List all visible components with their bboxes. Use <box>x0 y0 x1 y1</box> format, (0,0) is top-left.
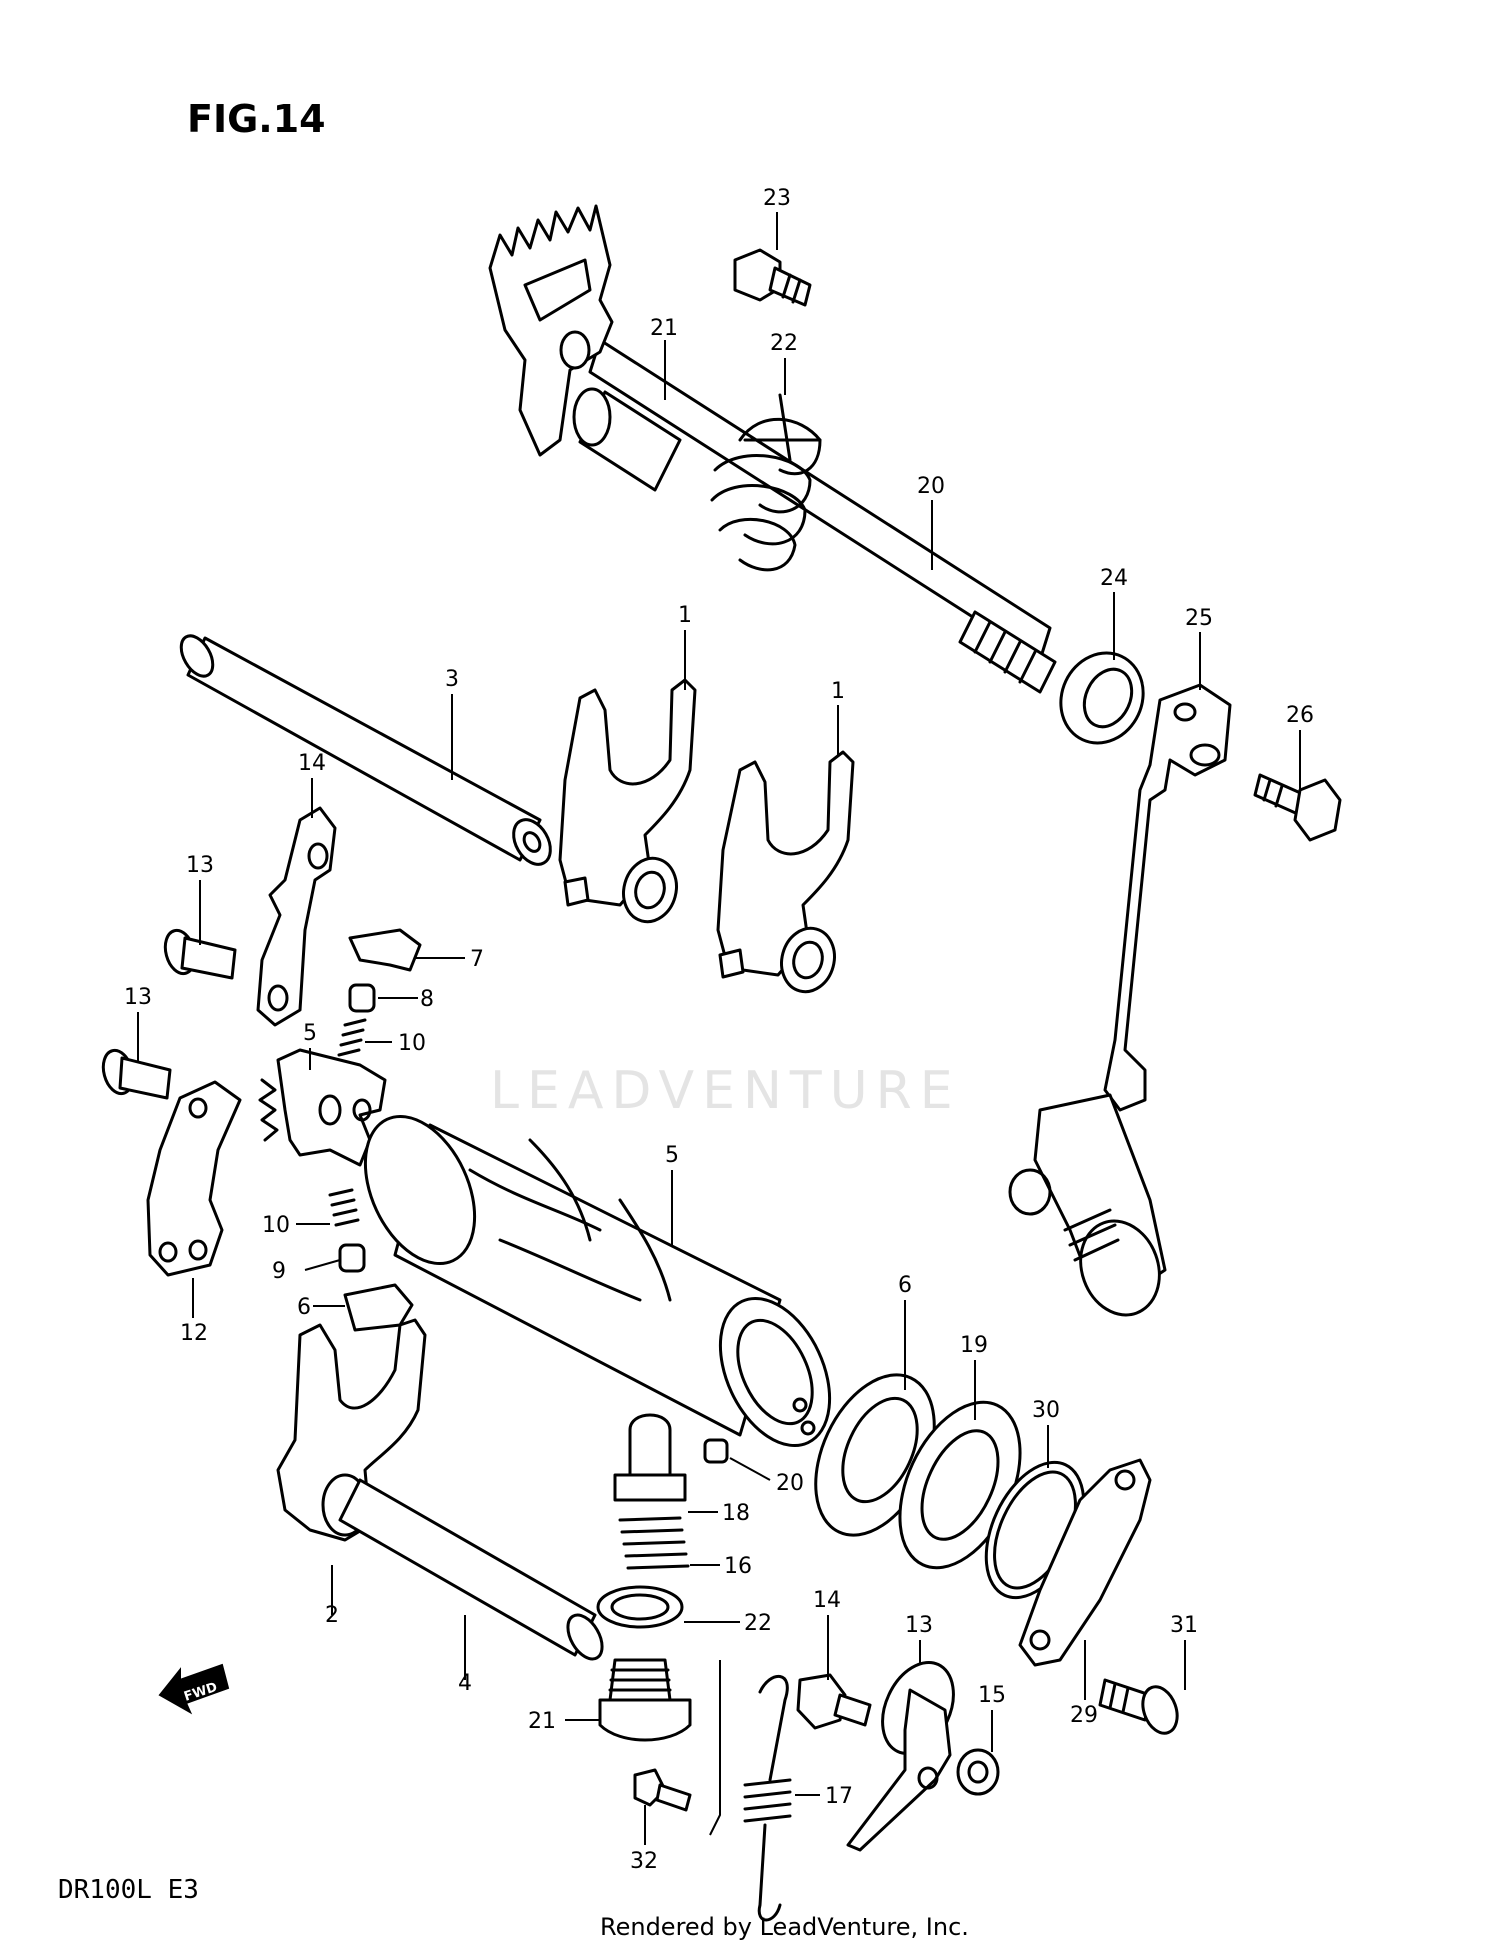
pawl-8 <box>343 1283 414 1332</box>
callout-35: 32 <box>630 1849 658 1874</box>
spring-19 <box>743 1674 792 1922</box>
callout-9: 7 <box>470 947 484 972</box>
callout-25: 20 <box>917 474 945 499</box>
callout-21: 19 <box>960 1333 988 1358</box>
figure-title: FIG.14 <box>187 97 326 141</box>
callout-27: 22 <box>770 331 798 356</box>
callout-11-a: 10 <box>398 1031 426 1056</box>
callout-10-a: 8 <box>420 987 434 1012</box>
spring-11-upper <box>337 1018 367 1057</box>
callout-4: 4 <box>458 1671 472 1696</box>
callout-16: 14 <box>813 1588 841 1613</box>
callout-1-b: 1 <box>831 679 845 704</box>
callout-8: 6 <box>297 1295 311 1320</box>
callout-22: 20 <box>776 1471 804 1496</box>
screw-13-lower <box>101 1048 172 1100</box>
callout-13-a: 13 <box>186 853 214 878</box>
callout-32: 29 <box>1070 1703 1098 1728</box>
bolt-16 <box>796 1673 872 1730</box>
stopper-20 <box>613 1413 687 1502</box>
callout-33: 30 <box>1032 1398 1060 1423</box>
callout-17: 15 <box>978 1683 1006 1708</box>
pin-10-lower <box>338 1243 366 1273</box>
model-code: DR100L E3 <box>58 1875 199 1905</box>
plate-12 <box>146 1080 242 1277</box>
callout-5: 5 <box>665 1143 679 1168</box>
callout-6: 6 <box>898 1273 912 1298</box>
callout-29: 24 <box>1100 566 1128 591</box>
fwd-arrow-icon: FWD <box>158 1663 230 1715</box>
gearshift-lever-30 <box>1008 683 1232 1317</box>
leader-lines <box>137 212 1301 1845</box>
shaft-4 <box>338 1478 604 1661</box>
callout-20: 18 <box>722 1501 750 1526</box>
washer-17 <box>956 1748 1000 1796</box>
callout-3: 3 <box>445 667 459 692</box>
cover-32 <box>1018 1458 1152 1667</box>
callout-34: 31 <box>1170 1613 1198 1638</box>
callout-18: 16 <box>724 1554 752 1579</box>
callout-7: 5 <box>303 1021 317 1046</box>
oil-seal-29 <box>1059 651 1145 745</box>
callout-31: 26 <box>1286 703 1314 728</box>
render-credit: Rendered by LeadVenture, Inc. <box>600 1913 969 1941</box>
shaft-3 <box>179 634 552 866</box>
gearshift-cam-5 <box>363 1114 832 1448</box>
callout-15: 13 <box>905 1613 933 1638</box>
gearshift-shaft-assembly <box>488 204 1057 694</box>
callout-14: 14 <box>298 751 326 776</box>
bolt-35 <box>633 1768 692 1812</box>
callout-1-a: 1 <box>678 603 692 628</box>
plug-23 <box>598 1658 692 1742</box>
callout-12: 12 <box>180 1321 208 1346</box>
watermark: LEADVENTURE <box>490 1061 961 1121</box>
spring-11-lower <box>328 1188 360 1227</box>
callout-30: 25 <box>1185 606 1213 631</box>
pin-22 <box>703 1438 729 1464</box>
screw-34 <box>1098 1678 1179 1735</box>
pin-10-upper <box>348 983 376 1013</box>
callout-19: 17 <box>825 1784 853 1809</box>
callout-24: 22 <box>744 1611 772 1636</box>
callout-28: 23 <box>763 186 791 211</box>
pawl-9 <box>348 928 422 972</box>
shift-fork-1b <box>716 750 855 994</box>
screw-13-upper <box>163 928 237 980</box>
callout-10-b: 9 <box>272 1259 286 1284</box>
cam-stopper-7 <box>258 1048 387 1167</box>
callout-23: 21 <box>528 1709 556 1734</box>
callout-2: 2 <box>325 1603 339 1628</box>
cam-guide-14 <box>256 806 337 1027</box>
bolt-31 <box>1253 773 1342 842</box>
washer-24 <box>596 1585 684 1629</box>
callout-26: 21 <box>650 316 678 341</box>
callout-13-b: 13 <box>124 985 152 1010</box>
callout-numbers: 23 21 22 20 24 25 26 1 1 3 14 13 13 7 8 … <box>124 186 1314 1874</box>
arm-15 <box>846 1660 955 1852</box>
spring-18 <box>618 1516 690 1570</box>
shift-fork-1a <box>558 678 697 924</box>
callout-11-b: 10 <box>262 1213 290 1238</box>
